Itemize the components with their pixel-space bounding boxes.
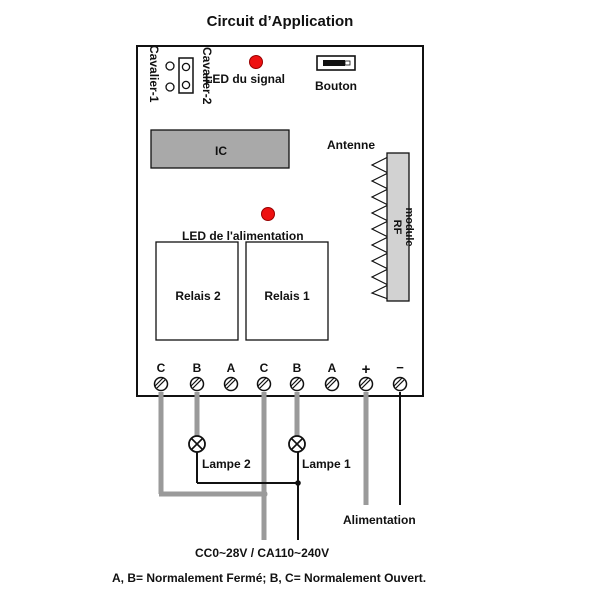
ic-label: IC — [215, 144, 227, 158]
lamp-1-icon — [288, 435, 306, 453]
terminal-label: A — [328, 361, 337, 375]
rf-module-label-line1: RF — [391, 220, 403, 235]
rf-module — [386, 152, 410, 302]
screw-terminal-icon — [223, 376, 239, 392]
button-component — [316, 55, 356, 71]
terminal-label: B — [293, 361, 302, 375]
screw-terminal-icon — [256, 376, 272, 392]
antenna-label: Antenne — [327, 138, 375, 152]
terminal-label: C — [260, 361, 269, 375]
terminal-label: C — [157, 361, 166, 375]
terminal-label: B — [193, 361, 202, 375]
lamp-2-icon — [188, 435, 206, 453]
junction-dot — [260, 490, 268, 498]
screw-terminal-icon — [358, 376, 374, 392]
screw-terminal-icon — [289, 376, 305, 392]
lamp-1-label: Lampe 1 — [302, 457, 351, 471]
relay-1-label: Relais 1 — [264, 289, 310, 303]
signal-led-label: LED du signal — [205, 72, 285, 86]
footnote: A, B= Normalement Fermé; B, C= Normaleme… — [112, 571, 426, 585]
jumper-2 — [178, 57, 194, 94]
terminal-label: A — [227, 361, 236, 375]
relay-2 — [155, 241, 239, 341]
screw-terminal-icon — [189, 376, 205, 392]
button-label: Bouton — [315, 79, 357, 93]
jumper-2-label: Cavalier-2 — [200, 47, 214, 105]
junction-dot — [295, 480, 301, 486]
screw-terminal-icon — [324, 376, 340, 392]
load-voltage-label: CC0~28V / CA110~240V — [195, 546, 329, 560]
power-supply-label: Alimentation — [343, 513, 416, 527]
ic-chip — [150, 129, 290, 169]
terminal-label: + — [362, 361, 371, 378]
relay-2-label: Relais 2 — [175, 289, 221, 303]
relay-1 — [245, 241, 329, 341]
signal-led-icon — [249, 55, 263, 69]
lamp-2-label: Lampe 2 — [202, 457, 251, 471]
diagram-title: Circuit d’Application — [207, 13, 354, 30]
jumper-1-label: Cavalier-1 — [147, 45, 161, 103]
screw-terminal-icon — [153, 376, 169, 392]
screw-terminal-icon — [392, 376, 408, 392]
rf-module-label-line2: module — [403, 207, 415, 246]
power-led-icon — [261, 207, 275, 221]
power-led-label: LED de l'alimentation — [182, 229, 304, 243]
terminal-label: − — [396, 360, 404, 375]
jumper-1 — [165, 61, 175, 92]
antenna-coil — [370, 156, 390, 300]
board-outline — [136, 45, 424, 397]
